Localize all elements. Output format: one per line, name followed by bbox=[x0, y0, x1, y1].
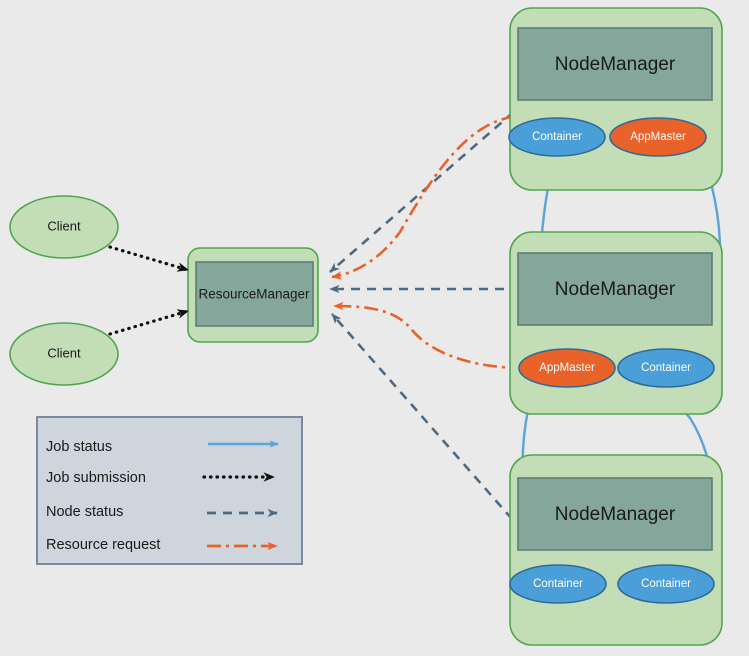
edge-node-status-bottom bbox=[331, 313, 513, 520]
edge-job-submission-client-1 bbox=[108, 245, 190, 272]
cluster-3-pod-container-left-label: Container bbox=[533, 578, 583, 590]
cluster-3: NodeManager Container Container bbox=[509, 454, 723, 646]
client-1: Client bbox=[9, 195, 119, 259]
cluster-2-pod-container[interactable] bbox=[617, 348, 715, 388]
edge-node-status-top bbox=[329, 27, 611, 273]
cluster-3-pod-container-right[interactable] bbox=[617, 564, 715, 604]
client-2-shape[interactable] bbox=[9, 322, 119, 386]
job-submission-edges bbox=[108, 245, 190, 336]
cluster-1-pod-container-label: Container bbox=[532, 131, 582, 143]
client-1-label: Client bbox=[47, 218, 81, 233]
cluster-3-pod-container-right-label: Container bbox=[641, 578, 691, 590]
cluster-2-nodemanager-box[interactable] bbox=[517, 252, 713, 326]
edge-job-submission-client-2 bbox=[108, 309, 190, 336]
legend: Job status Job submission Node status Re… bbox=[36, 416, 303, 565]
legend-item-job-submission-label: Job submission bbox=[46, 470, 146, 486]
client-2: Client bbox=[9, 322, 119, 386]
edge-resource-request-middle-appmaster bbox=[333, 301, 525, 370]
cluster-2-pod-container-label: Container bbox=[641, 362, 691, 374]
legend-box bbox=[36, 416, 303, 565]
cluster-2-pod-appmaster-label: AppMaster bbox=[539, 362, 595, 374]
cluster-3-nodemanager-box[interactable] bbox=[517, 477, 713, 551]
cluster-1-pod-appmaster-label: AppMaster bbox=[630, 131, 686, 143]
node-status-edges bbox=[329, 27, 611, 520]
resource-manager: ResourceManager bbox=[187, 247, 319, 343]
cluster-2: NodeManager AppMaster Container bbox=[509, 231, 723, 415]
cluster-1-nodemanager-label: NodeManager bbox=[555, 54, 676, 75]
cluster-2-nodemanager-label: NodeManager bbox=[555, 279, 676, 300]
resource-manager-label: ResourceManager bbox=[198, 287, 310, 302]
legend-item-job-status-label: Job status bbox=[46, 439, 112, 455]
legend-item-resource-request-label: Resource request bbox=[46, 537, 160, 553]
cluster-1-pod-container[interactable] bbox=[508, 117, 606, 157]
client-2-label: Client bbox=[47, 345, 81, 360]
legend-item-resource-request: Resource request bbox=[46, 537, 278, 553]
legend-item-node-status: Node status bbox=[46, 504, 278, 520]
cluster-2-pod-appmaster[interactable] bbox=[518, 348, 616, 388]
legend-item-node-status-label: Node status bbox=[46, 504, 123, 520]
cluster-1-pod-appmaster[interactable] bbox=[609, 117, 707, 157]
client-1-shape[interactable] bbox=[9, 195, 119, 259]
legend-item-job-status: Job status bbox=[46, 439, 279, 455]
cluster-1-nodemanager-box[interactable] bbox=[517, 27, 713, 101]
cluster-3-pod-container-left[interactable] bbox=[509, 564, 607, 604]
cluster-3-nodemanager-label: NodeManager bbox=[555, 504, 676, 525]
legend-item-job-submission: Job submission bbox=[46, 470, 276, 486]
cluster-1: NodeManager Container AppMaster bbox=[508, 7, 723, 191]
resource-manager-box[interactable] bbox=[195, 261, 314, 327]
